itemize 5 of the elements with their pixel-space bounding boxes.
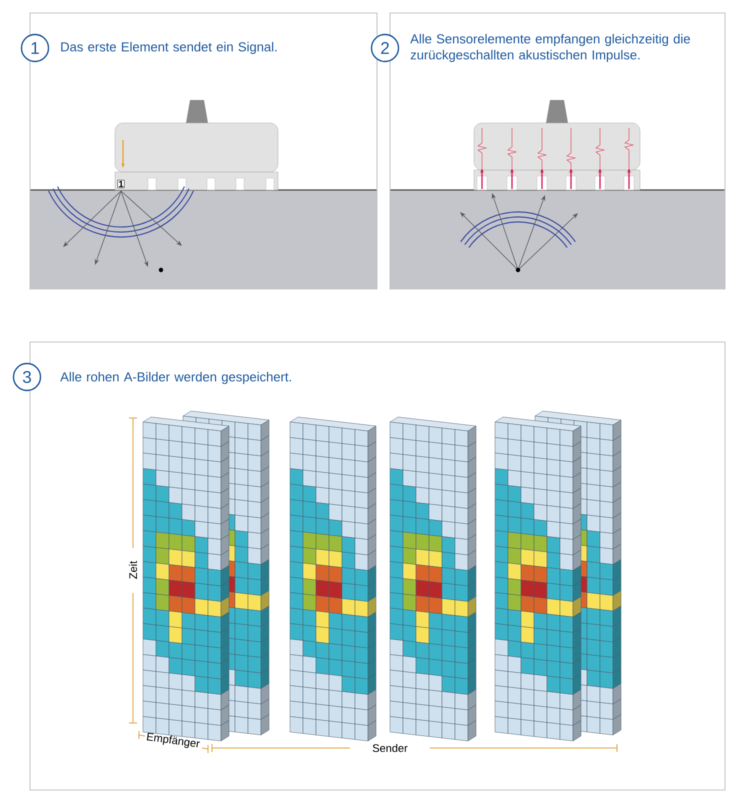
dimension-label: Zeit bbox=[128, 560, 138, 579]
panel: Alle Sensorelemente empfangen gleichzeitig die zurückgeschallten akustischen Impulse. bbox=[390, 12, 726, 290]
dimension-label: Sender bbox=[372, 744, 408, 752]
element-number: 1 bbox=[118, 180, 124, 188]
dimension-label: Empfänger bbox=[146, 732, 200, 748]
